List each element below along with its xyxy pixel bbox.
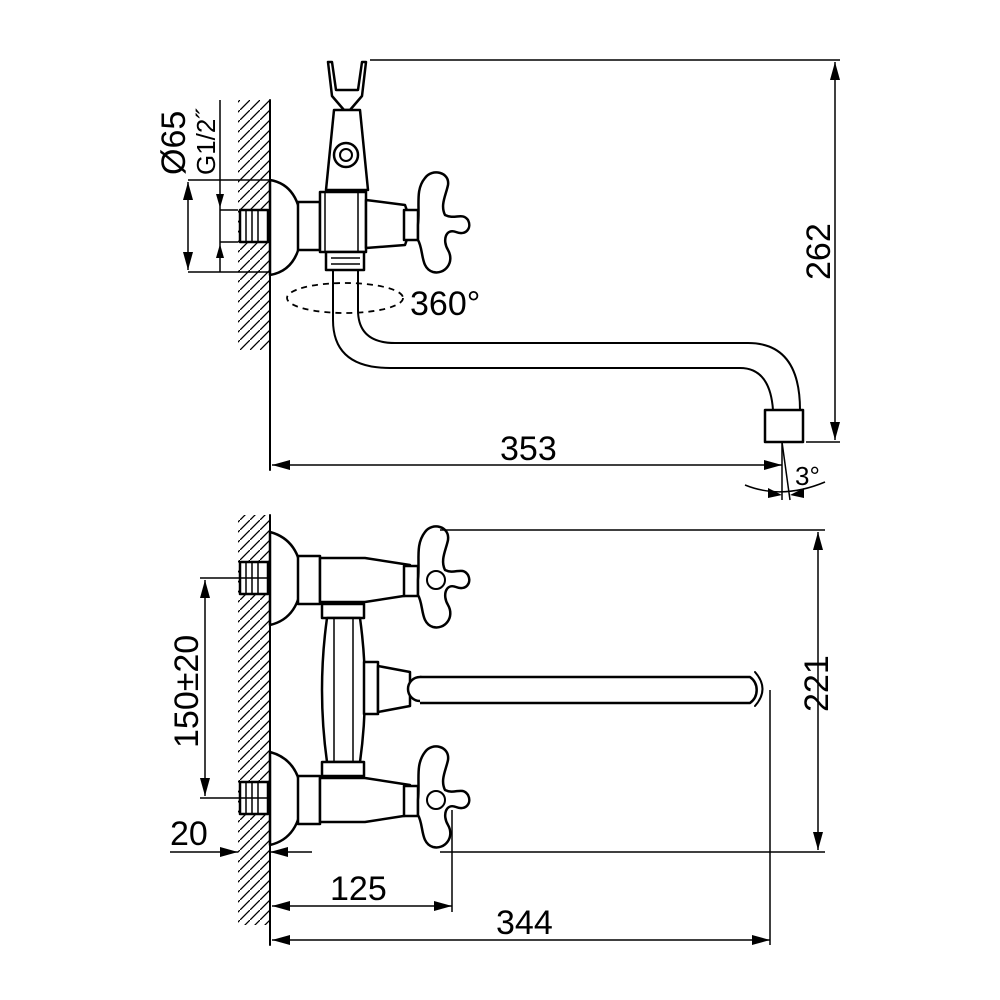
dim-height-262: 262: [370, 59, 840, 443]
mixer-body-top: [318, 171, 471, 274]
dim-center-distance: 150±20: [168, 577, 270, 799]
dim-handle-reach-label: 125: [330, 870, 387, 908]
dim-diameter-thread: Ø65 G1/2˝: [155, 100, 270, 273]
dim-length-353: 353: [272, 430, 782, 470]
spout-front: [406, 671, 764, 707]
spout-pipe-top: [332, 269, 805, 444]
center-column-front: [320, 602, 412, 778]
wall-hatching-top: [238, 99, 271, 471]
dim-thread-label: G1/2˝: [191, 108, 221, 175]
dim-spout-reach: 344: [272, 690, 771, 945]
dim-handle-height-label: 221: [798, 655, 836, 712]
dim-diameter-label: Ø65: [155, 111, 193, 175]
dim-handle-height: 221: [440, 529, 836, 853]
shower-holder-top: [324, 60, 370, 192]
dim-height-label: 262: [800, 223, 838, 280]
dim-handle-reach: 125: [272, 810, 453, 912]
top-view: Ø65 G1/2˝ 262 360° 353 3°: [155, 59, 840, 501]
front-view: 150±20 20 221 125: [168, 514, 836, 946]
lower-connection-front: [238, 745, 471, 849]
dim-wall-offset: 20: [170, 815, 312, 857]
dim-center-distance-label: 150±20: [168, 635, 206, 748]
dim-angle-label: 3°: [795, 461, 820, 491]
dim-length-label: 353: [500, 430, 557, 468]
dim-wall-offset-label: 20: [170, 815, 208, 853]
rotation-ellipse: [286, 282, 404, 314]
wall-flange-top: [238, 178, 322, 277]
dim-angle-3: 3°: [744, 441, 826, 501]
dim-spout-reach-label: 344: [496, 904, 553, 942]
dim-rotation-label: 360°: [410, 285, 480, 323]
spout-swivel-top: [286, 250, 404, 314]
